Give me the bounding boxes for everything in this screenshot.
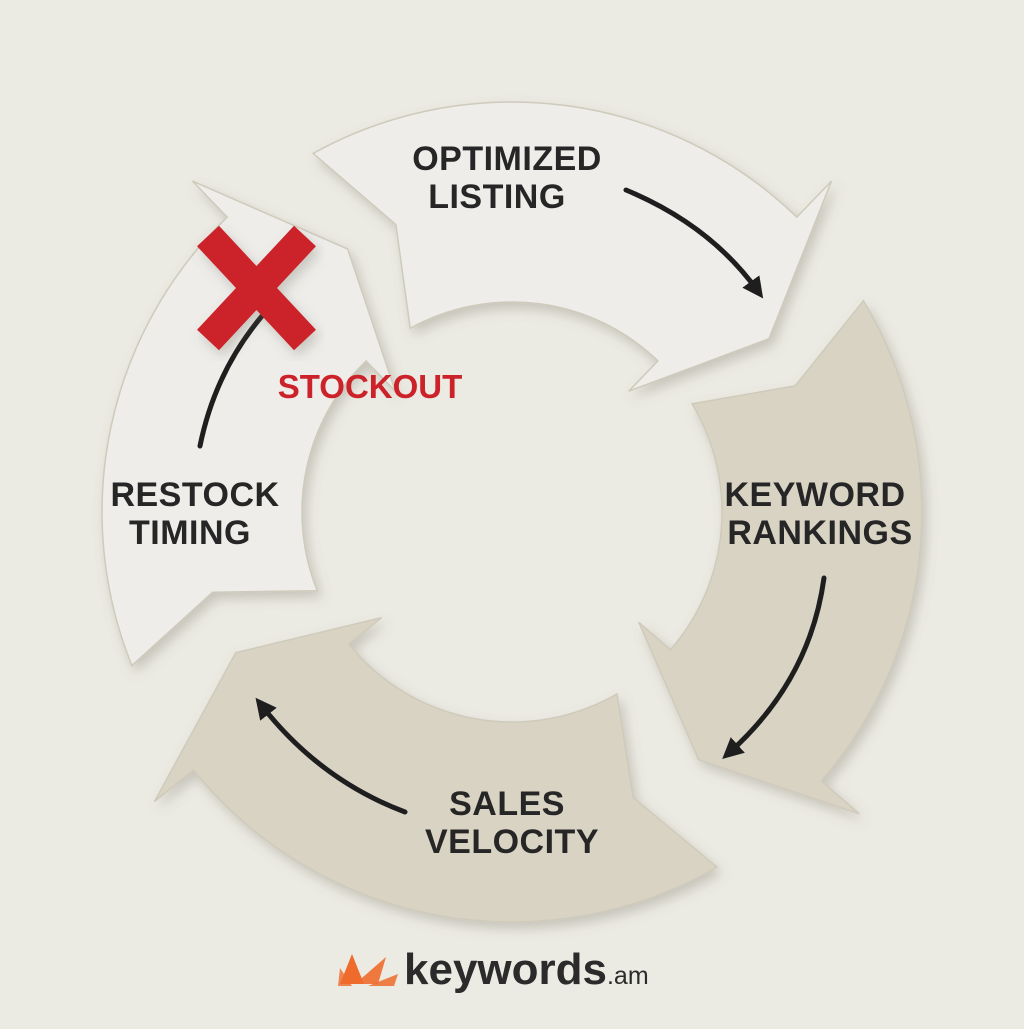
- segment-keyword-rankings: [638, 299, 923, 815]
- flow-arrows: [197, 187, 827, 815]
- segment-restock-timing: [101, 180, 397, 667]
- keywords-logo-icon: [338, 954, 398, 986]
- stockout-x-icon: [197, 225, 316, 351]
- stage-label-optimized-listing: OPTIMIZED LISTING: [412, 140, 612, 216]
- arrow-sales-to-restock: [255, 697, 408, 815]
- brand-name: keywords.am: [404, 945, 649, 994]
- stage-label-keyword-rankings: KEYWORD RANKINGS: [724, 476, 915, 552]
- segment-sales-velocity: [153, 616, 719, 923]
- arrow-restock-to-listing: [197, 313, 265, 449]
- segment-optimized-listing: [311, 101, 833, 392]
- arrow-listing-to-rankings: [623, 187, 764, 299]
- stage-label-sales-velocity: SALES VELOCITY: [425, 785, 599, 861]
- stage-label-restock-timing: RESTOCK TIMING: [110, 476, 289, 552]
- stockout-label: STOCKOUT: [278, 368, 463, 405]
- keywords-logo: keywords.am: [338, 945, 649, 994]
- arrow-rankings-to-sales: [722, 575, 827, 760]
- cycle-segments: [101, 101, 923, 923]
